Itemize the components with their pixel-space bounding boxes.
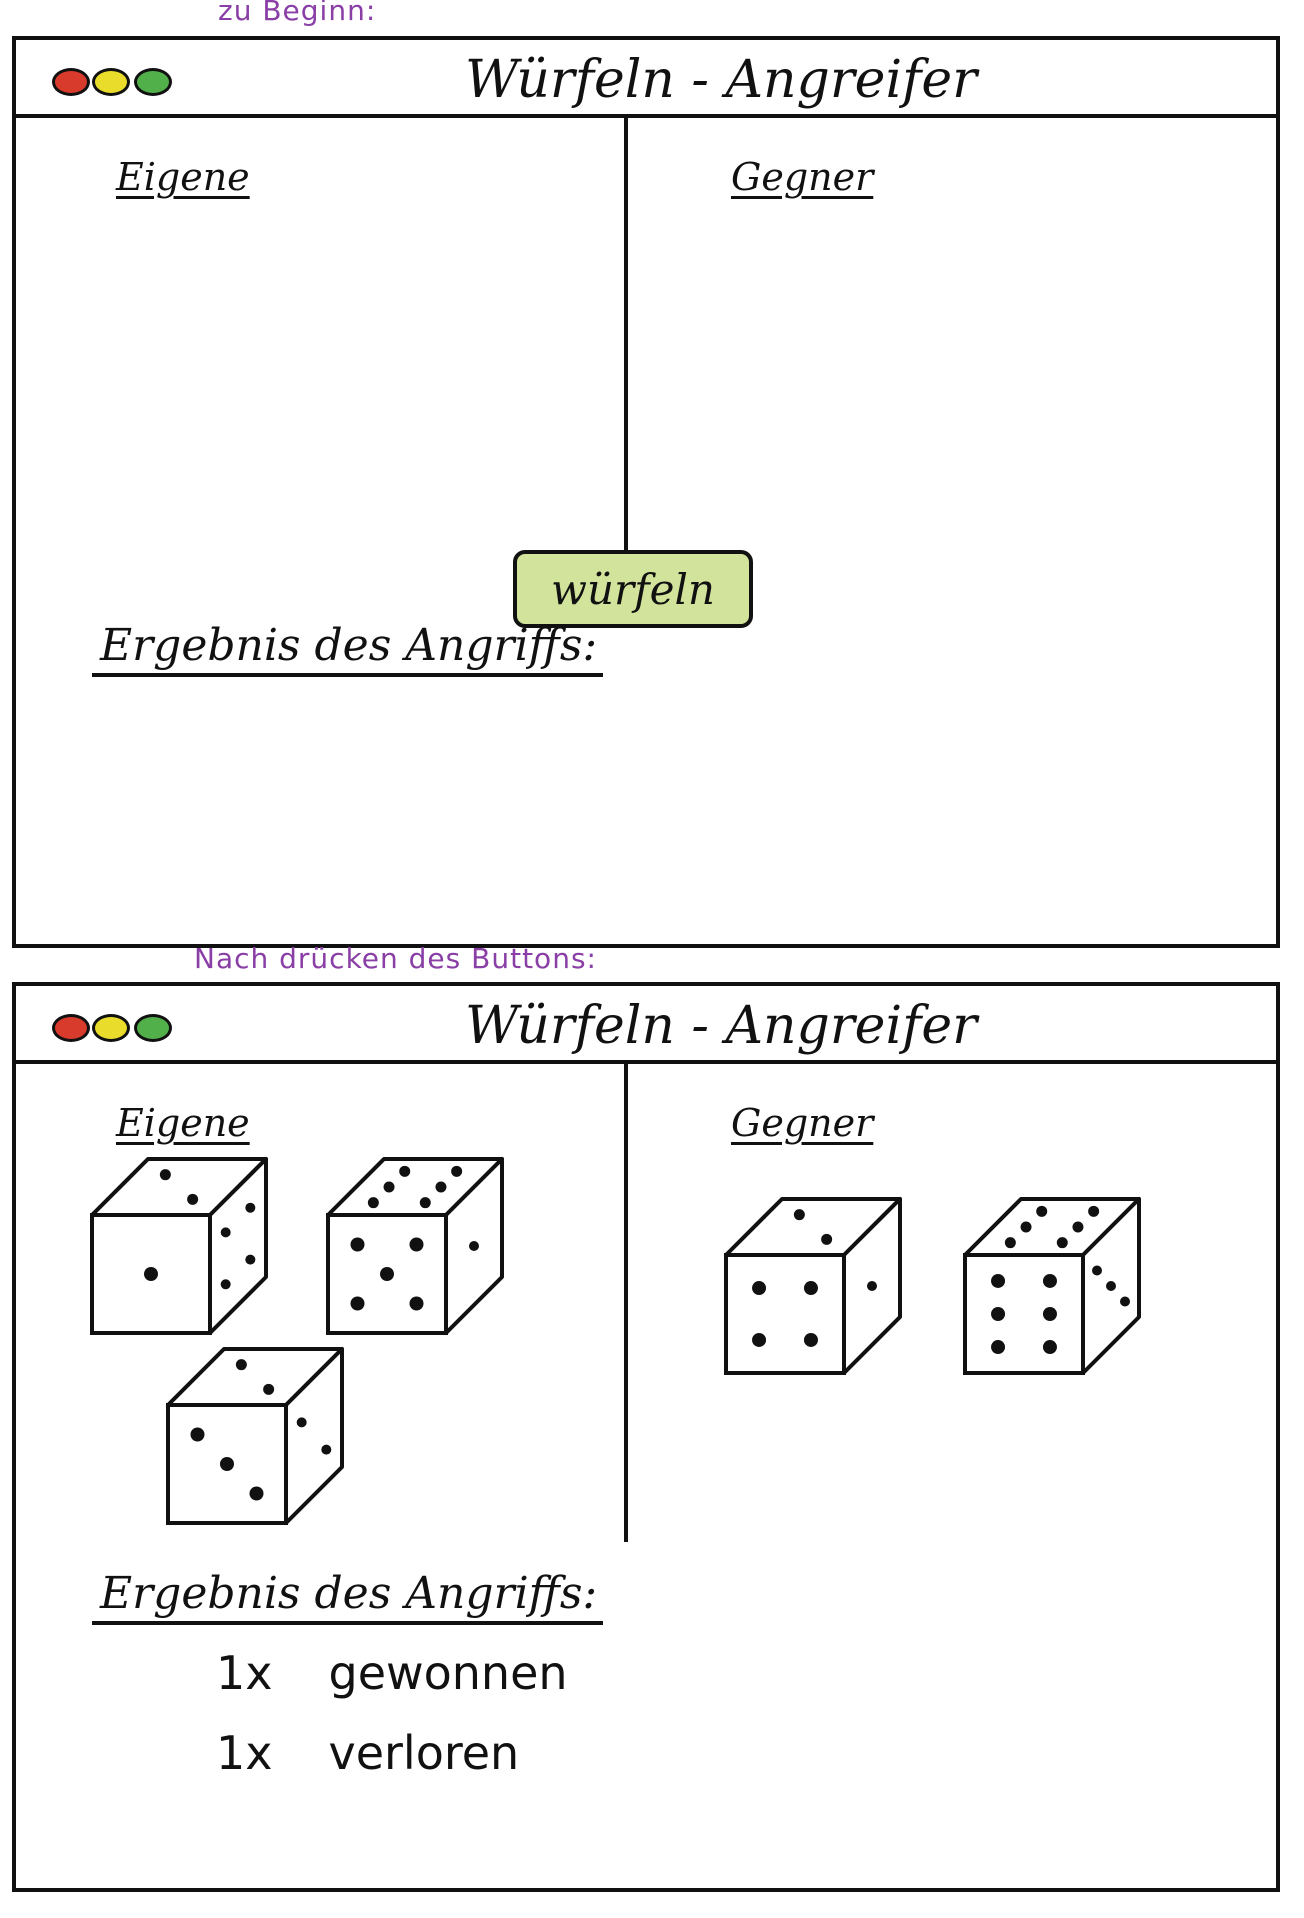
- opponent-panel-label: Gegner: [731, 1101, 874, 1145]
- own-die-1-side-pip: [245, 1202, 256, 1213]
- close-light-icon[interactable]: [52, 68, 90, 96]
- won-count: 1x: [216, 1646, 273, 1700]
- own-die-1-side-pip: [220, 1227, 231, 1238]
- own-die-2-side-pip: [469, 1241, 479, 1251]
- own-panel-label: Eigene: [116, 155, 250, 199]
- opponent-die-1-front-pip: [803, 1332, 818, 1347]
- opponent-die-2-side-pip: [1120, 1296, 1130, 1307]
- won-text: gewonnen: [328, 1646, 568, 1700]
- opponent-die-1-front-pip: [752, 1281, 767, 1296]
- own-die-2-front-pip: [380, 1267, 394, 1281]
- caption-before: zu Beginn:: [218, 0, 377, 27]
- roll-dice-button[interactable]: würfeln: [513, 550, 753, 628]
- opponent-die-2-top-pip: [1004, 1237, 1016, 1249]
- titlebar: Würfeln - Angreifer: [16, 40, 1276, 118]
- maximize-light-icon[interactable]: [134, 1014, 172, 1042]
- opponent-die-2-top-pip: [1056, 1237, 1068, 1249]
- own-die-3-side-pip: [321, 1444, 332, 1455]
- result-label: Ergebnis des Angriffs:: [92, 1568, 604, 1625]
- opponent-die-2-front-face: [963, 1253, 1085, 1375]
- opponent-die-1-top-pip: [821, 1233, 833, 1245]
- own-die-3-side-pip: [296, 1417, 307, 1428]
- own-die-3-front-pip: [249, 1486, 264, 1501]
- own-die-3-front-pip: [220, 1457, 234, 1471]
- opponent-die-2-front-pip: [991, 1340, 1006, 1355]
- panel-divider: [624, 1064, 628, 1542]
- own-die-3-top-pip: [263, 1383, 275, 1395]
- panel-divider: [624, 118, 628, 550]
- minimize-light-icon[interactable]: [92, 1014, 130, 1042]
- window-title: Würfeln - Angreifer: [465, 996, 977, 1056]
- own-die-1-top-pip: [187, 1193, 199, 1205]
- lost-text: verloren: [328, 1726, 520, 1780]
- own-die-2-top-pip: [419, 1197, 431, 1209]
- result-won-line: 1x gewonnen: [216, 1646, 568, 1700]
- own-die-1-side-pip: [220, 1279, 231, 1290]
- opponent-die-1-front-face: [724, 1253, 846, 1375]
- result-label: Ergebnis des Angriffs:: [92, 620, 604, 677]
- caption-after: Nach drücken des Buttons:: [194, 942, 597, 975]
- opponent-die-1-top-pip: [793, 1209, 805, 1221]
- window-after-roll: Würfeln - Angreifer Eigene Gegner Ergebn…: [12, 982, 1280, 1892]
- window-title: Würfeln - Angreifer: [465, 50, 977, 110]
- own-die-1-front-pip: [144, 1267, 158, 1281]
- opponent-die-2-side-pip: [1092, 1265, 1102, 1276]
- result-lost-line: 1x verloren: [216, 1726, 519, 1780]
- window-initial: Würfeln - Angreifer Eigene Gegner würfel…: [12, 36, 1280, 948]
- opponent-die-2-top-pip: [1088, 1205, 1100, 1217]
- own-die-2-top-pip: [383, 1181, 395, 1193]
- minimize-light-icon[interactable]: [92, 68, 130, 96]
- own-die-2-top-pip: [451, 1165, 463, 1177]
- own-panel-label: Eigene: [116, 1101, 250, 1145]
- own-die-2-front-pip: [350, 1296, 365, 1311]
- own-die-1-top-pip: [159, 1169, 171, 1181]
- own-die-2-top-pip: [367, 1197, 379, 1209]
- opponent-die-2-top-pip: [1072, 1221, 1084, 1233]
- opponent-die-1-side-pip: [867, 1281, 877, 1291]
- opponent-die-2-top-pip: [1020, 1221, 1032, 1233]
- own-die-3-front-pip: [190, 1427, 205, 1442]
- opponent-die-2-top-pip: [1036, 1205, 1048, 1217]
- opponent-panel-label: Gegner: [731, 155, 874, 199]
- own-die-1-side-pip: [245, 1254, 256, 1265]
- lost-count: 1x: [216, 1726, 273, 1780]
- opponent-die-2-side-pip: [1106, 1281, 1116, 1291]
- own-die-2-front-pip: [409, 1237, 424, 1252]
- opponent-die-2-front-pip: [1042, 1273, 1057, 1288]
- opponent-die-2-front-pip: [991, 1273, 1006, 1288]
- opponent-die-1-front-pip: [752, 1332, 767, 1347]
- own-die-2-top-pip: [399, 1165, 411, 1177]
- opponent-die-2-front-pip: [991, 1307, 1006, 1321]
- opponent-die-1-front-pip: [803, 1281, 818, 1296]
- own-die-2-top-pip: [435, 1181, 447, 1193]
- close-light-icon[interactable]: [52, 1014, 90, 1042]
- own-die-3-top-pip: [235, 1359, 247, 1371]
- own-die-2-front-pip: [409, 1296, 424, 1311]
- opponent-die-2-front-pip: [1042, 1307, 1057, 1321]
- maximize-light-icon[interactable]: [134, 68, 172, 96]
- opponent-die-2-front-pip: [1042, 1340, 1057, 1355]
- titlebar: Würfeln - Angreifer: [16, 986, 1276, 1064]
- own-die-2-front-pip: [350, 1237, 365, 1252]
